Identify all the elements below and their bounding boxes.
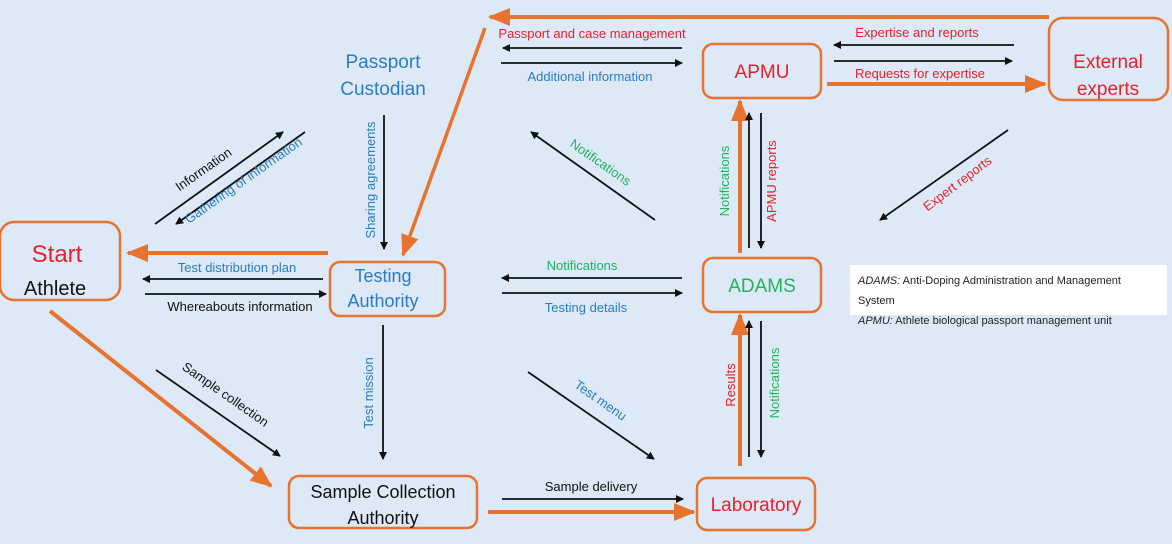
legend: ADAMS: Anti-Doping Administration and Ma… bbox=[850, 265, 1167, 327]
legend-text: Athlete biological passport management u… bbox=[895, 315, 1112, 327]
node-sample-collection-authority: Sample Collection Authority bbox=[287, 474, 479, 530]
arrow-information bbox=[154, 131, 284, 225]
adams-label: ADAMS bbox=[728, 276, 796, 297]
label-notifications-adams-to-testing: Notifications bbox=[547, 258, 618, 273]
testing-authority-line2: Authority bbox=[347, 291, 418, 311]
node-external-experts: External experts bbox=[1047, 16, 1170, 102]
label-testing-details: Testing details bbox=[545, 300, 628, 315]
label-test-menu: Test menu bbox=[572, 377, 630, 424]
apmu-label: APMU bbox=[735, 62, 790, 83]
legend-abbr: APMU: bbox=[858, 315, 893, 327]
label-additional-information: Additional information bbox=[527, 69, 652, 84]
label-requests-for-expertise: Requests for expertise bbox=[855, 66, 985, 81]
athlete-label: Athlete bbox=[24, 278, 86, 300]
label-test-distribution-plan: Test distribution plan bbox=[178, 260, 297, 275]
label-expertise-and-reports: Expertise and reports bbox=[855, 25, 979, 40]
legend-item-adams: ADAMS: Anti-Doping Administration and Ma… bbox=[858, 271, 1159, 311]
athlete-start-label: Start bbox=[32, 241, 83, 268]
passport-custodian-line1: Passport bbox=[346, 52, 422, 73]
laboratory-label: Laboratory bbox=[711, 495, 802, 516]
label-sharing-agreements: Sharing agreements bbox=[363, 121, 378, 239]
label-notifications-adams-to-lab: Notifications bbox=[767, 347, 782, 418]
label-test-mission: Test mission bbox=[361, 357, 376, 429]
arrow-notifications-adams-to-passport bbox=[530, 131, 656, 221]
label-whereabouts-information: Whereabouts information bbox=[167, 299, 312, 314]
flow-arrow-to-testing-authority bbox=[401, 27, 487, 257]
node-laboratory: Laboratory bbox=[695, 476, 817, 532]
flow-arrow-athlete-to-sample-collection bbox=[48, 309, 273, 488]
label-apmu-reports: APMU reports bbox=[764, 140, 779, 222]
node-apmu: APMU bbox=[701, 42, 823, 100]
sample-collection-line2: Authority bbox=[347, 508, 418, 528]
external-experts-line1: External bbox=[1073, 52, 1143, 73]
node-testing-authority: Testing Authority bbox=[328, 260, 447, 318]
testing-authority-line1: Testing bbox=[354, 266, 411, 286]
legend-abbr: ADAMS: bbox=[858, 275, 901, 287]
label-notifications-adams-to-apmu: Notifications bbox=[717, 145, 732, 216]
legend-text: Anti-Doping Administration and Managemen… bbox=[858, 275, 1121, 307]
arrow-expert-reports bbox=[879, 129, 1009, 221]
arrow-sample-collection bbox=[155, 369, 281, 457]
external-experts-line2: experts bbox=[1077, 79, 1139, 100]
node-passport-custodian: Passport Custodian bbox=[340, 52, 426, 100]
legend-item-apmu: APMU: Athlete biological passport manage… bbox=[858, 311, 1159, 331]
passport-custodian-line2: Custodian bbox=[340, 79, 426, 100]
node-athlete: Start Athlete bbox=[0, 220, 122, 302]
sample-collection-line1: Sample Collection bbox=[310, 482, 455, 502]
label-passport-and-case-management: Passport and case management bbox=[498, 26, 686, 41]
arrow-gathering-of-information bbox=[175, 131, 306, 225]
arrow-test-menu bbox=[527, 371, 655, 460]
node-adams: ADAMS bbox=[701, 256, 823, 314]
label-results: Results bbox=[723, 363, 738, 407]
label-sample-delivery: Sample delivery bbox=[545, 479, 638, 494]
